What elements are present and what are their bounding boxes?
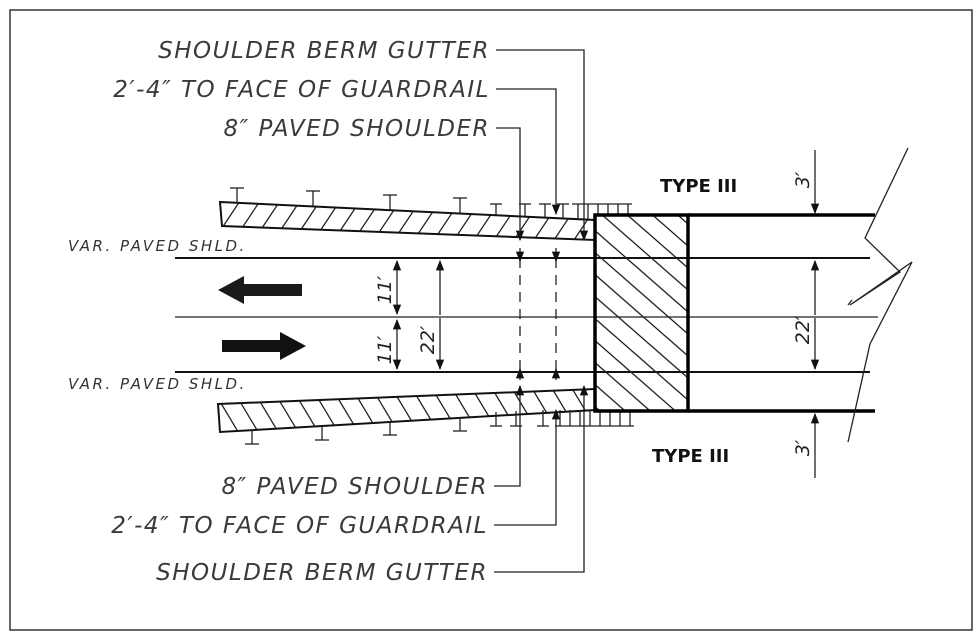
label-var-paved-shoulder-top: VAR. PAVED SHLD. (68, 237, 247, 255)
leader-lines-bottom (494, 384, 589, 573)
label-guardrail-offset-top: 2′-4″ TO FACE OF GUARDRAIL (113, 77, 490, 103)
type-iii-barrier (593, 213, 690, 413)
leader-lines-top (496, 49, 589, 242)
break-line (847, 147, 913, 443)
label-guardrail-offset-bottom: 2′-4″ TO FACE OF GUARDRAIL (111, 513, 488, 539)
top-shoulder-taper (218, 187, 632, 242)
dimension-lane-bottom: 11′ (374, 318, 402, 371)
label-paved-shoulder-bottom: 8″ PAVED SHOULDER (221, 474, 488, 500)
label-paved-shoulder-top: 8″ PAVED SHOULDER (223, 116, 490, 142)
dimension-shoulder-top: 3′ (792, 150, 820, 215)
wide-roadway-edges (688, 213, 875, 413)
arrow-right-icon (222, 332, 306, 360)
label-type-iii-top: TYPE III (660, 176, 737, 197)
dimension-roadway-left: 22′ (417, 259, 445, 371)
label-shoulder-berm-gutter-top: SHOULDER BERM GUTTER (158, 38, 490, 64)
svg-text:22′: 22′ (417, 325, 439, 354)
drawing-frame (9, 9, 973, 631)
svg-text:11′: 11′ (374, 335, 396, 364)
dimension-lane-top: 11′ (374, 259, 402, 316)
dashed-reference-lines (515, 248, 561, 380)
arrow-left-icon (218, 276, 302, 304)
label-var-paved-shoulder-bottom: VAR. PAVED SHLD. (68, 375, 247, 393)
dimension-roadway-right: 22′ (792, 259, 820, 371)
label-type-iii-bottom: TYPE III (652, 446, 729, 467)
svg-text:11′: 11′ (374, 275, 396, 304)
dimension-shoulder-bottom: 3′ (792, 412, 820, 478)
svg-text:22′: 22′ (792, 315, 814, 344)
svg-text:3′: 3′ (792, 439, 814, 456)
label-shoulder-berm-gutter-bottom: SHOULDER BERM GUTTER (156, 560, 488, 586)
bottom-shoulder-taper (216, 387, 634, 445)
svg-text:3′: 3′ (792, 171, 814, 188)
